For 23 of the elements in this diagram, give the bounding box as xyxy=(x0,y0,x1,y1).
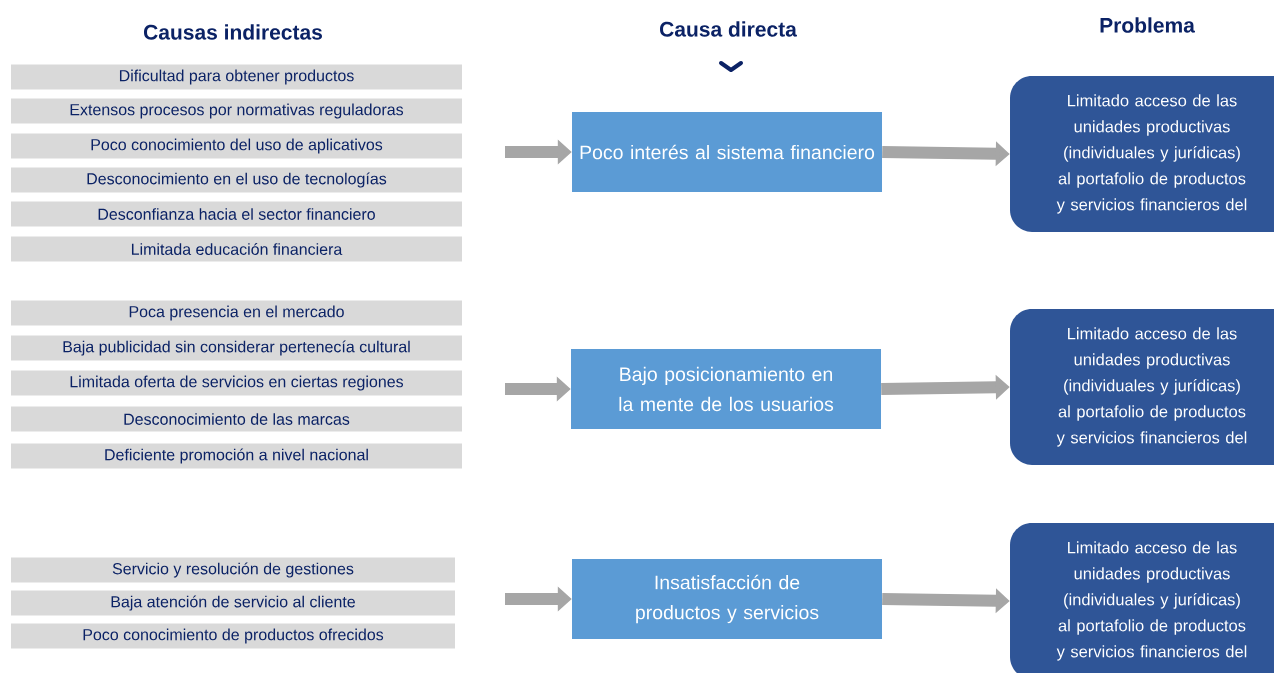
cause-box: Deficiente promoción a nivel nacional xyxy=(11,443,462,469)
cause-box: Poco conocimiento de productos ofrecidos xyxy=(11,623,455,649)
column-heading: Problema xyxy=(1100,17,1195,33)
cause-box: Servicio y resolución de gestiones xyxy=(11,557,455,583)
cause-box: Baja atención de servicio al cliente xyxy=(11,590,455,616)
column-heading: Causa directa xyxy=(660,21,797,37)
column-heading: Causas indirectas xyxy=(144,24,322,40)
direct-cause-box: Insatisfacción de productos y servicios xyxy=(572,559,882,639)
cause-box: Desconocimiento de las marcas xyxy=(11,406,462,432)
problem-box: Limitado acceso de las unidades productivas (individuales y jurídicas) al portafolio de productos y servicios financieros del xyxy=(1010,76,1274,232)
problem-box: Limitado acceso de las unidades productivas (individuales y jurídicas) al portafolio de productos y servicios financieros del xyxy=(1010,523,1274,673)
direct-cause-box: Poco interés al sistema financiero xyxy=(572,112,882,192)
cause-box: Baja publicidad sin considerar pertenecía cultural xyxy=(11,335,462,361)
cause-box: Desconocimiento en el uso de tecnologías xyxy=(11,167,462,193)
problem-box: Limitado acceso de las unidades productivas (individuales y jurídicas) al portafolio de productos y servicios financieros del xyxy=(1010,309,1274,465)
cause-box: Poca presencia en el mercado xyxy=(11,300,462,326)
cause-box: Desconfianza hacia el sector financiero xyxy=(11,201,462,227)
cause-box: Limitada oferta de servicios en ciertas regiones xyxy=(11,370,462,396)
cause-box: Dificultad para obtener productos xyxy=(11,64,462,90)
direct-cause-box: Bajo posicionamiento en la mente de los usuarios xyxy=(571,349,881,429)
cause-box: Poco conocimiento del uso de aplicativos xyxy=(11,133,462,159)
cause-box: Limitada educación financiera xyxy=(11,236,462,262)
cause-box: Extensos procesos por normativas reguladoras xyxy=(11,98,462,124)
